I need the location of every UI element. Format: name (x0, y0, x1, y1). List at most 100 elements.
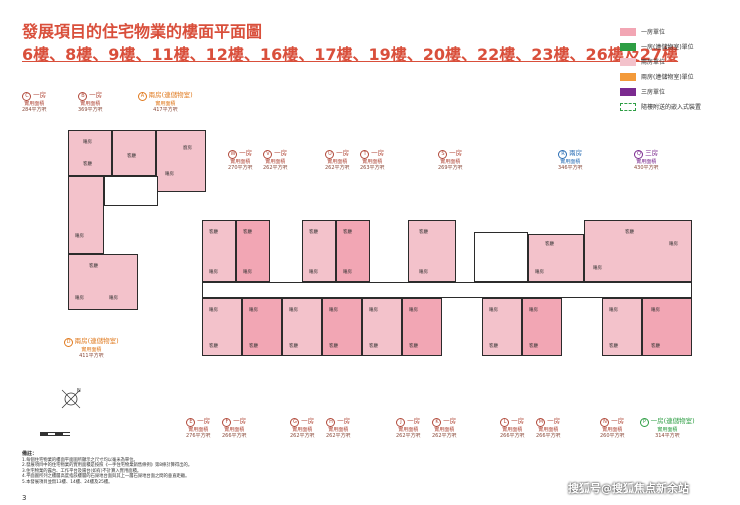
room-label: 睡房 (75, 296, 84, 301)
unit-type: 一房 (547, 417, 561, 425)
room-label: 客廳 (529, 344, 538, 349)
room-label: 睡房 (535, 270, 544, 275)
room-label: 睡房 (489, 308, 498, 313)
room-label: 廚房 (183, 146, 192, 151)
unit-label-t: T 一房 實用面積 263平方呎 (360, 150, 385, 171)
unit-type: 一房 (239, 149, 253, 157)
unit-type: 兩房 (569, 149, 583, 157)
room-label: 客廳 (309, 230, 318, 235)
note-line: 3.住宅物業的露台、工作平台及陽台(如有)不計算入實用面積。 (22, 468, 142, 474)
room-label: 客廳 (83, 162, 92, 167)
legend-swatch (620, 72, 636, 81)
unit-q: 客廳 睡房 睡房 (584, 220, 692, 282)
unit-area: 262平方呎 (325, 165, 350, 171)
unit-label-a: A 兩房(連儲物室) 實用面積 417平方呎 (138, 92, 193, 113)
legend-swatch (620, 27, 636, 36)
unit-area-label: 實用面積 (560, 159, 581, 165)
unit-type: 一房 (407, 417, 421, 425)
unit-code: D (64, 338, 73, 347)
unit-r: 客廳 睡房 (528, 234, 584, 282)
unit-area-label: 實用面積 (636, 159, 657, 165)
unit-label-g: G 一房 實用面積 262平方呎 (290, 418, 315, 439)
unit-area-label: 實用面積 (224, 427, 245, 433)
room-label: 睡房 (329, 308, 338, 313)
unit-code: B (78, 92, 88, 101)
room-label: 睡房 (249, 308, 258, 313)
unit-code: K (432, 418, 442, 427)
unit-area-label: 實用面積 (362, 159, 383, 165)
unit-b: 客廳 (112, 130, 156, 176)
floor-plan: 睡房 客廳 客廳 睡房 廚房 睡房 客廳 睡房 睡房 客廳 睡房 客廳 睡房 客… (62, 128, 694, 368)
unit-area-label: 實用面積 (328, 427, 349, 433)
unit-area-label: 實用面積 (188, 427, 209, 433)
room-label: 睡房 (109, 296, 118, 301)
unit-code: F (222, 418, 232, 427)
unit-type: 一房 (336, 149, 350, 157)
unit-type: 一房 (33, 91, 47, 99)
unit-area-label: 實用面積 (230, 159, 251, 165)
left-core (104, 176, 158, 206)
room-label: 客廳 (243, 230, 252, 235)
legend-item: 一房(連儲物室)單位 (620, 39, 738, 54)
unit-type: 一房 (611, 417, 625, 425)
room-label: 客廳 (127, 154, 136, 159)
room-label: 睡房 (343, 270, 352, 275)
room-label: 客廳 (209, 230, 218, 235)
legend-label: 隨樓附送的嵌入式裝置 (641, 104, 702, 111)
room-label: 客廳 (343, 230, 352, 235)
unit-code: P (640, 418, 649, 427)
unit-e: 睡房 客廳 (202, 298, 242, 356)
unit-type: 一房 (197, 417, 211, 425)
legend-item: 隨樓附送的嵌入式裝置 (620, 99, 738, 114)
legend-item: 一房單位 (620, 24, 738, 39)
room-label: 客廳 (625, 230, 634, 235)
unit-h: 睡房 客廳 (322, 298, 362, 356)
unit-k: 睡房 客廳 (402, 298, 442, 356)
unit-label-d: D 兩房(連儲物室) 實用面積 411平方呎 (64, 338, 119, 359)
room-label: 睡房 (609, 308, 618, 313)
page-number: 3 (22, 494, 27, 502)
unit-label-n: N 一房 實用面積 260平方呎 (600, 418, 625, 439)
legend-swatch (620, 87, 636, 96)
unit-d: 客廳 睡房 睡房 (68, 254, 138, 310)
unit-code: H (326, 418, 336, 427)
legend-label: 一房(連儲物室)單位 (641, 44, 694, 51)
unit-area-label: 實用面積 (602, 427, 623, 433)
unit-label-w: W 一房 實用面積 270平方呎 (228, 150, 253, 171)
room-label: 睡房 (669, 242, 678, 247)
unit-label-k: K 一房 實用面積 262平方呎 (432, 418, 457, 439)
unit-type: 一房 (449, 149, 463, 157)
room-label: 睡房 (75, 234, 84, 239)
room-label: 客廳 (289, 344, 298, 349)
note-line: 5.本發展項目並無13樓、14樓、24樓及25樓。 (22, 479, 113, 485)
unit-area: 260平方呎 (600, 433, 625, 439)
unit-v: 客廳 睡房 (236, 220, 270, 282)
unit-area: 369平方呎 (78, 107, 103, 113)
unit-d-upper: 睡房 (68, 176, 104, 254)
unit-g: 睡房 客廳 (282, 298, 322, 356)
unit-area: 284平方呎 (22, 107, 47, 113)
room-label: 睡房 (409, 308, 418, 313)
unit-type: 一房 (233, 417, 247, 425)
unit-area: 346平方呎 (558, 165, 583, 171)
stair-core (474, 232, 528, 282)
unit-area: 262平方呎 (432, 433, 457, 439)
unit-label-u: U 一房 實用面積 262平方呎 (325, 150, 350, 171)
notes-title: 備註： (22, 451, 38, 457)
unit-area: 417平方呎 (153, 107, 178, 113)
unit-label-q: Q 三房 實用面積 430平方呎 (634, 150, 659, 171)
unit-area: 263平方呎 (360, 165, 385, 171)
unit-area-label: 實用面積 (80, 101, 101, 107)
unit-type: 一房 (274, 149, 288, 157)
unit-a: 睡房 廚房 (156, 130, 206, 192)
unit-area: 266平方呎 (536, 433, 561, 439)
unit-code: A (138, 92, 147, 101)
unit-area: 262平方呎 (290, 433, 315, 439)
unit-j: 睡房 客廳 (362, 298, 402, 356)
unit-p: 睡房 客廳 (642, 298, 692, 356)
room-label: 客廳 (545, 242, 554, 247)
unit-code: J (396, 418, 406, 427)
unit-area-label: 實用面積 (155, 101, 176, 107)
unit-code: G (290, 418, 300, 427)
unit-area-label: 實用面積 (292, 427, 313, 433)
